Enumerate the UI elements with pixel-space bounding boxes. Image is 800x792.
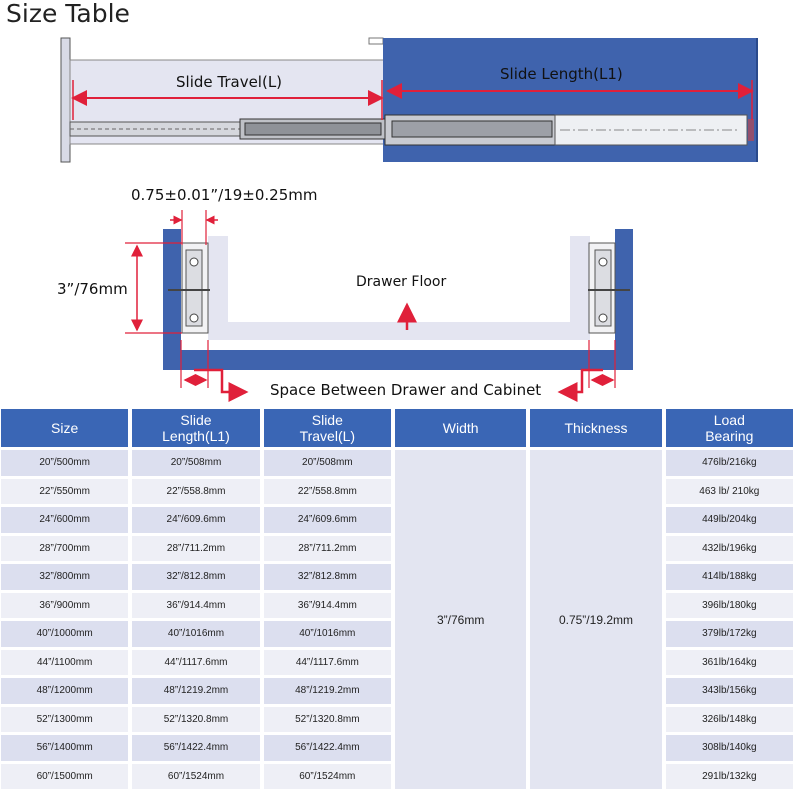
cell-length: 22”/558.8mm bbox=[132, 478, 260, 504]
cell-load: 308lb/140kg bbox=[665, 735, 793, 761]
cell-load: 361lb/164kg bbox=[665, 649, 793, 675]
cell-load: 414lb/188kg bbox=[665, 564, 793, 590]
cell-size: 56”/1400mm bbox=[1, 735, 129, 761]
cell-travel: 36”/914.4mm bbox=[263, 592, 391, 618]
thickness-dimension-label: 0.75±0.01”/19±0.25mm bbox=[131, 186, 318, 204]
cell-load: 432lb/196kg bbox=[665, 535, 793, 561]
cell-load: 449lb/204kg bbox=[665, 507, 793, 533]
cell-size: 20”/500mm bbox=[1, 450, 129, 476]
cell-size: 48”/1200mm bbox=[1, 678, 129, 704]
cell-size: 36”/900mm bbox=[1, 592, 129, 618]
table-row: 60”/1500mm 60”/1524mm 60”/1524mm 291lb/1… bbox=[1, 763, 793, 789]
table-row: 24”/600mm 24”/609.6mm 24”/609.6mm 449lb/… bbox=[1, 507, 793, 533]
cell-length: 24”/609.6mm bbox=[132, 507, 260, 533]
cell-size: 32”/800mm bbox=[1, 564, 129, 590]
cabinet-top-view bbox=[60, 37, 758, 163]
cell-travel: 56”/1422.4mm bbox=[263, 735, 391, 761]
cell-load: 463 lb/ 210kg bbox=[665, 478, 793, 504]
cell-travel: 60”/1524mm bbox=[263, 763, 391, 789]
cell-travel: 52”/1320.8mm bbox=[263, 706, 391, 732]
cell-width: 3”/76mm bbox=[394, 450, 527, 789]
table-row: 56”/1400mm 56”/1422.4mm 56”/1422.4mm 308… bbox=[1, 735, 793, 761]
cell-load: 343lb/156kg bbox=[665, 678, 793, 704]
table-row: 20”/500mm 20”/508mm 20”/508mm 3”/76mm 0.… bbox=[1, 450, 793, 789]
drawer-floor-label: Drawer Floor bbox=[356, 274, 447, 290]
slide-travel-label: Slide Travel(L) bbox=[176, 73, 283, 91]
cell-travel: 24”/609.6mm bbox=[263, 507, 391, 533]
cell-length: 40”/1016mm bbox=[132, 621, 260, 647]
cell-size: 22”/550mm bbox=[1, 478, 129, 504]
page-title: Size Table bbox=[6, 0, 130, 28]
cell-length: 32”/812.8mm bbox=[132, 564, 260, 590]
cell-length: 44”/1117.6mm bbox=[132, 649, 260, 675]
cell-travel: 32”/812.8mm bbox=[263, 564, 391, 590]
table-row: 48”/1200mm 48”/1219.2mm 48”/1219.2mm 343… bbox=[1, 678, 793, 704]
cell-size: 28”/700mm bbox=[1, 535, 129, 561]
table-row: 36”/900mm 36”/914.4mm 36”/914.4mm 396lb/… bbox=[1, 592, 793, 618]
cell-travel: 44”/1117.6mm bbox=[263, 649, 391, 675]
table-row: 22”/550mm 22”/558.8mm 22”/558.8mm 463 lb… bbox=[1, 478, 793, 504]
table-row: 52”/1300mm 52”/1320.8mm 52”/1320.8mm 326… bbox=[1, 706, 793, 732]
height-dimension-label: 3”/76mm bbox=[57, 280, 128, 298]
header-size: Size bbox=[1, 409, 129, 447]
table-row: 44”/1100mm 44”/1117.6mm 44”/1117.6mm 361… bbox=[1, 649, 793, 675]
slide-length-label: Slide Length(L1) bbox=[500, 65, 623, 83]
cell-travel: 20”/508mm bbox=[263, 450, 391, 476]
cell-travel: 28”/711.2mm bbox=[263, 535, 391, 561]
cell-load: 379lb/172kg bbox=[665, 621, 793, 647]
cell-length: 36”/914.4mm bbox=[132, 592, 260, 618]
slide-diagram bbox=[60, 37, 758, 402]
cell-length: 60”/1524mm bbox=[132, 763, 260, 789]
gap-label: Space Between Drawer and Cabinet bbox=[270, 381, 542, 399]
header-width: Width bbox=[394, 409, 527, 447]
cell-load: 291lb/132kg bbox=[665, 763, 793, 789]
cell-travel: 40”/1016mm bbox=[263, 621, 391, 647]
cell-length: 56”/1422.4mm bbox=[132, 735, 260, 761]
header-thickness: Thickness bbox=[530, 409, 662, 447]
cell-length: 20”/508mm bbox=[132, 450, 260, 476]
cell-length: 52”/1320.8mm bbox=[132, 706, 260, 732]
cell-size: 60”/1500mm bbox=[1, 763, 129, 789]
cell-load: 476lb/216kg bbox=[665, 450, 793, 476]
cell-travel: 48”/1219.2mm bbox=[263, 678, 391, 704]
table-row: 28”/700mm 28”/711.2mm 28”/711.2mm 432lb/… bbox=[1, 535, 793, 561]
cell-size: 44”/1100mm bbox=[1, 649, 129, 675]
cell-thickness: 0.75”/19.2mm bbox=[530, 450, 662, 789]
table-row: 40”/1000mm 40”/1016mm 40”/1016mm 379lb/1… bbox=[1, 621, 793, 647]
cell-size: 40”/1000mm bbox=[1, 621, 129, 647]
cell-size: 24”/600mm bbox=[1, 507, 129, 533]
cell-load: 326lb/148kg bbox=[665, 706, 793, 732]
cell-travel: 22”/558.8mm bbox=[263, 478, 391, 504]
cell-length: 48”/1219.2mm bbox=[132, 678, 260, 704]
cell-size: 52”/1300mm bbox=[1, 706, 129, 732]
table-row: 32”/800mm 32”/812.8mm 32”/812.8mm 414lb/… bbox=[1, 564, 793, 590]
cell-load: 396lb/180kg bbox=[665, 592, 793, 618]
cabinet-cross-section bbox=[125, 210, 633, 402]
cell-length: 28”/711.2mm bbox=[132, 535, 260, 561]
